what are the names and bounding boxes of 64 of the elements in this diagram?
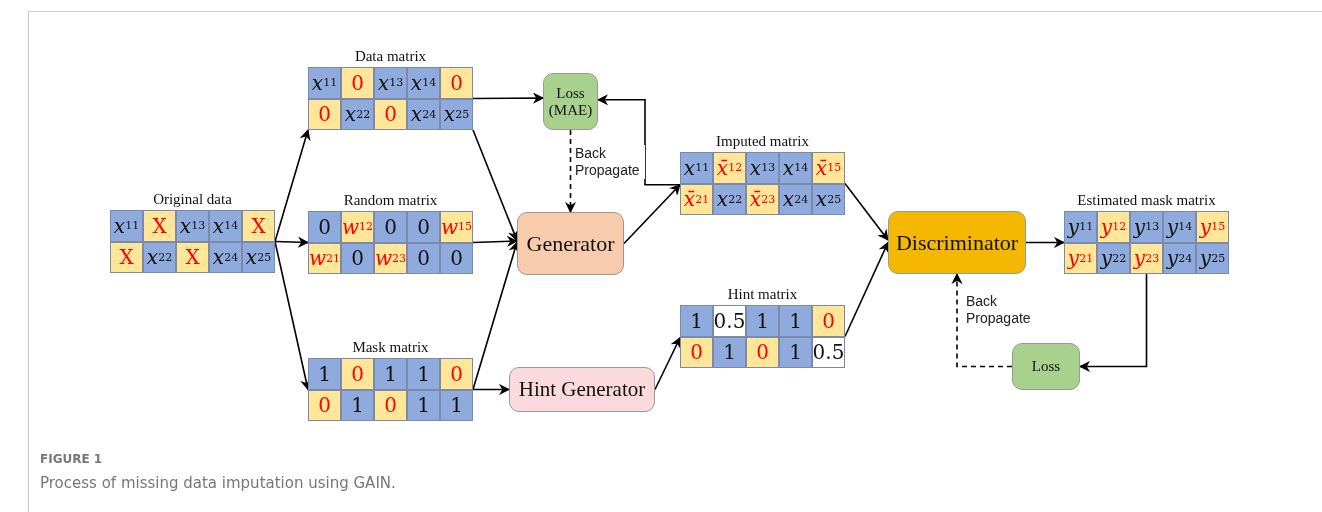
dashed-arrow — [564, 129, 577, 214]
process-box: Hint Generator — [509, 367, 655, 412]
arrow — [596, 94, 681, 186]
matrix-cell: 1 — [341, 389, 374, 421]
matrix-title: Estimated mask matrix — [1076, 191, 1217, 209]
process-box: Loss (MAE) — [543, 73, 598, 130]
matrix-cell: 0 — [407, 211, 440, 243]
arrow — [472, 92, 545, 104]
matrix-cell: 0 — [680, 336, 713, 368]
matrix-cell: X — [242, 210, 275, 242]
matrix-title: Original data — [152, 190, 233, 208]
arrow — [472, 129, 519, 242]
matrix-cell: 1 — [779, 305, 812, 337]
matrix-cell: 0 — [341, 67, 374, 99]
figure-number: FIGURE 1 — [40, 452, 103, 466]
edge-label: Back Propagate — [575, 145, 645, 179]
matrix-cell: 0 — [341, 242, 374, 274]
matrix-cell: 0 — [308, 98, 341, 130]
dashed-arrow — [951, 272, 1013, 368]
matrix-cell: 0 — [440, 242, 473, 274]
arrow — [274, 236, 310, 248]
arrow — [1025, 236, 1066, 249]
matrix-cell: 1 — [374, 358, 407, 390]
matrix-title: Random matrix — [342, 191, 439, 209]
process-box: Generator — [517, 212, 624, 275]
arrow — [844, 241, 889, 338]
matrix-cell: 1 — [407, 358, 440, 390]
matrix-title: Hint matrix — [726, 285, 799, 303]
matrix-cell: 0 — [374, 211, 407, 243]
matrix-cell: 0 — [440, 67, 473, 99]
arrow — [623, 183, 681, 245]
matrix-cell: 1 — [779, 336, 812, 368]
matrix-cell: 1 — [680, 305, 713, 337]
caption: Process of missing data imputation using GAIN. — [40, 474, 396, 492]
matrix-cell: 0 — [374, 389, 407, 421]
arrow — [1078, 273, 1148, 373]
matrix-title: Mask matrix — [351, 338, 430, 356]
matrix-cell: 1 — [407, 389, 440, 421]
matrix-cell: 1 — [713, 336, 746, 368]
matrix-cell: 0 — [341, 358, 374, 390]
arrow — [844, 182, 889, 241]
matrix-title: Imputed matrix — [715, 132, 810, 150]
matrix-cell: X — [110, 241, 143, 273]
matrix-cell: X — [143, 210, 176, 242]
process-box: Discriminator — [888, 211, 1026, 274]
matrix-cell: 0.5 — [812, 336, 845, 368]
arrow — [472, 235, 519, 247]
matrix-title: Data matrix — [353, 47, 428, 65]
matrix-cell: 0 — [407, 242, 440, 274]
matrix-cell: 0 — [746, 336, 779, 368]
matrix-cell: 0 — [374, 98, 407, 130]
matrix-cell: 1 — [746, 305, 779, 337]
matrix-cell: 0 — [308, 211, 341, 243]
matrix-cell: 1 — [440, 389, 473, 421]
arrow — [654, 336, 681, 391]
matrix-cell: 0 — [308, 389, 341, 421]
matrix-cell: 0 — [440, 358, 473, 390]
matrix-cell: 0.5 — [713, 305, 746, 337]
matrix-cell: X — [176, 241, 209, 273]
process-box: Loss — [1012, 343, 1080, 390]
matrix-cell: 0 — [812, 305, 845, 337]
arrow — [274, 128, 311, 243]
arrow — [472, 383, 511, 396]
matrix-cell: 1 — [308, 358, 341, 390]
